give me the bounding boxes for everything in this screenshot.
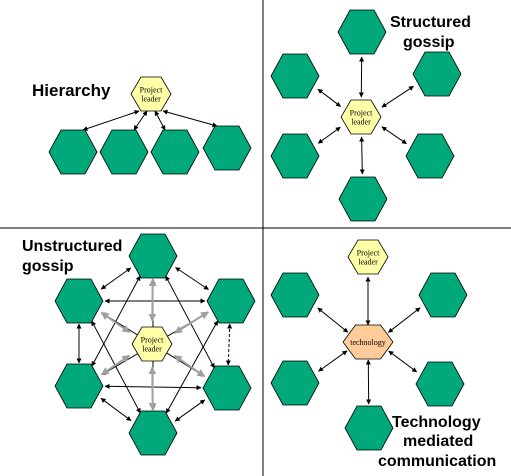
unstructured-member-hex bbox=[128, 410, 178, 456]
technology-title-line1: Technology bbox=[392, 414, 481, 431]
hierarchy-leader-label-line1: Project bbox=[140, 85, 163, 94]
technology-member-hex bbox=[415, 361, 465, 407]
technology-leader-hex bbox=[347, 239, 389, 275]
unstructured-arrow bbox=[165, 275, 215, 369]
technology-member-hex bbox=[418, 272, 468, 318]
structured-title-line1: Structured bbox=[390, 14, 471, 31]
hierarchy-title: Hierarchy bbox=[32, 81, 111, 100]
structured-leader-label-line1: Project bbox=[350, 108, 373, 117]
technology-member-hex bbox=[344, 405, 394, 451]
technology-arrow bbox=[388, 350, 418, 373]
technology-member-hex bbox=[270, 272, 320, 318]
structured-arrow bbox=[381, 85, 414, 108]
structured-member-hex bbox=[405, 133, 455, 179]
technology-member-hex bbox=[270, 360, 320, 406]
arrows-layer bbox=[76, 56, 421, 422]
hierarchy-leader-hex bbox=[130, 76, 172, 112]
technology-arrow bbox=[317, 307, 349, 333]
structured-member-hex bbox=[338, 176, 388, 222]
unstructured-leader-hex bbox=[131, 326, 173, 362]
hierarchy-arrow bbox=[162, 109, 218, 128]
unstructured-member-hex bbox=[206, 278, 256, 324]
structured-arrow bbox=[317, 88, 342, 107]
hierarchy-member-hex bbox=[48, 129, 98, 175]
structured-leader-hex bbox=[340, 99, 382, 135]
unstructured-arrow bbox=[100, 397, 132, 422]
unstructured-member-hex bbox=[54, 278, 104, 324]
technology-arrow bbox=[318, 350, 348, 372]
unstructured-arrow bbox=[91, 320, 141, 414]
structured-member-hex bbox=[412, 51, 462, 97]
unstructured-leader-arrow bbox=[100, 311, 131, 334]
unstructured-member-hex bbox=[128, 233, 178, 279]
structured-arrow bbox=[359, 136, 365, 175]
nodes-layer: ProjectleaderProjectleaderProjectleaderP… bbox=[48, 9, 468, 456]
unstructured-leader-arrow bbox=[174, 311, 209, 334]
technology-title-line2: mediated bbox=[403, 433, 473, 450]
unstructured-arrow bbox=[100, 267, 132, 290]
structured-member-hex bbox=[270, 53, 320, 99]
unstructured-member-hex bbox=[54, 363, 104, 409]
structured-member-hex bbox=[270, 133, 320, 179]
hierarchy-member-hex bbox=[99, 129, 149, 175]
hierarchy-arrow bbox=[154, 110, 166, 131]
structured-arrow bbox=[317, 126, 341, 144]
unstructured-arrow bbox=[175, 267, 209, 290]
unstructured-arrow bbox=[225, 323, 233, 366]
hierarchy-arrow bbox=[133, 110, 148, 131]
technology-leader-label-line2: leader bbox=[358, 257, 378, 266]
structured-leader-label-line2: leader bbox=[351, 117, 371, 126]
technology-hub-hex bbox=[342, 324, 394, 360]
structured-arrow bbox=[381, 126, 407, 145]
unstructured-title-line2: gossip bbox=[22, 258, 74, 275]
unstructured-leader-arrow bbox=[100, 354, 131, 376]
technology-arrow bbox=[387, 307, 421, 333]
technology-title-line3: communication bbox=[378, 453, 496, 470]
unstructured-member-hex bbox=[202, 365, 252, 411]
unstructured-leader-label-line1: Project bbox=[141, 335, 164, 344]
unstructured-title-line1: Unstructured bbox=[22, 238, 122, 255]
hierarchy-member-hex bbox=[202, 125, 252, 171]
structured-title-line2: gossip bbox=[403, 34, 455, 51]
unstructured-arrow bbox=[91, 275, 141, 367]
technology-leader-label-line1: Project bbox=[357, 248, 380, 257]
unstructured-leader-label-line2: leader bbox=[142, 344, 162, 353]
hierarchy-arrow bbox=[82, 110, 140, 131]
hierarchy-member-hex bbox=[150, 129, 200, 175]
unstructured-arrow bbox=[174, 399, 206, 422]
hierarchy-leader-label-line2: leader bbox=[141, 94, 161, 103]
unstructured-leader-arrow bbox=[173, 354, 206, 378]
technology-hub-label: technology bbox=[350, 338, 386, 347]
structured-member-hex bbox=[337, 9, 387, 55]
